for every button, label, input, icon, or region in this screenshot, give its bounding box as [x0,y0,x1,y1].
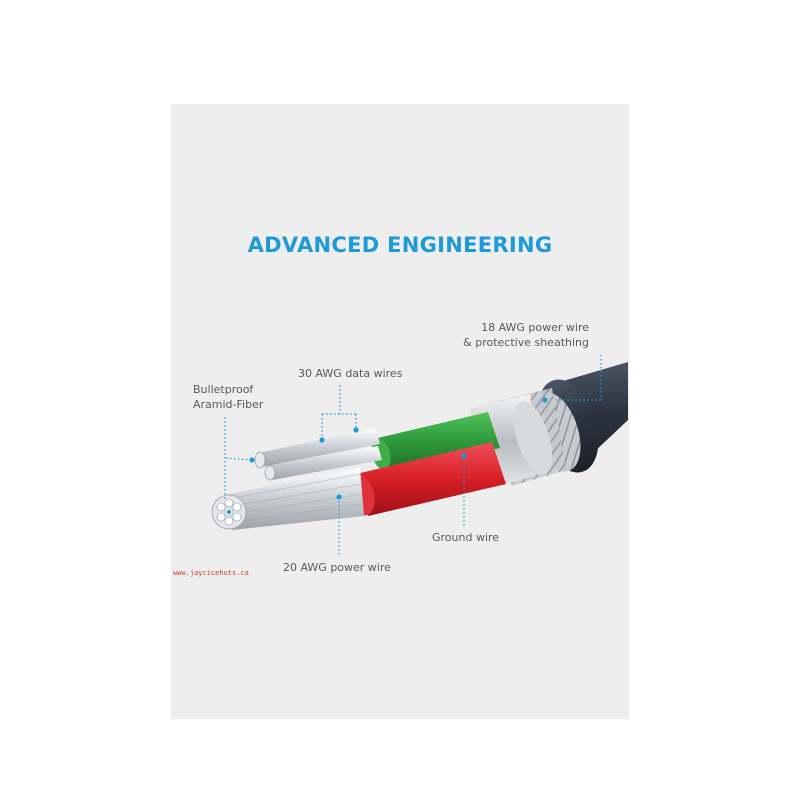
power-wire-conductor [211,468,364,530]
page-title: ADVANCED ENGINEERING [247,233,553,257]
label-18awg-line2: & protective sheathing [463,336,589,349]
label-aramid-line1: Bulletproof [193,383,254,396]
label-30awg-data-wires: 30 AWG data wires [298,367,403,380]
label-aramid-line2: Aramid-Fiber [193,398,264,411]
label-20awg-power-wire: 20 AWG power wire [283,561,391,574]
label-18awg-line1: 18 AWG power wire [481,321,589,334]
callout-dot-icon [226,397,548,515]
label-ground-wire: Ground wire [432,531,500,544]
data-wire-conductors [254,428,382,481]
callout-lines [224,355,602,555]
label-18awg-power-wire: 18 AWG power wire & protective sheathing [455,320,589,350]
watermark-text: www.jaycicehuts.ca [173,569,249,577]
green-data-wire [371,412,500,470]
label-aramid-fiber: Bulletproof Aramid-Fiber [193,382,263,412]
